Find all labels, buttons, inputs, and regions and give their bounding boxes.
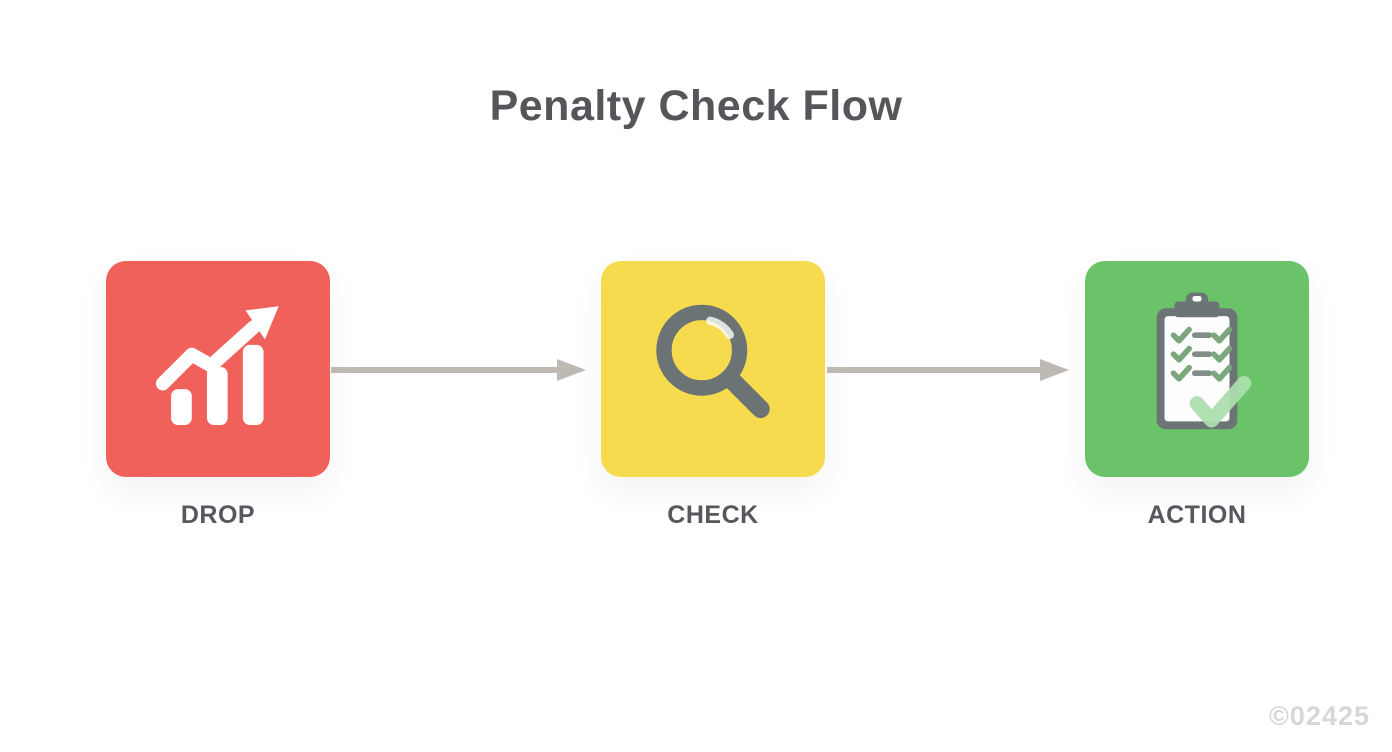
page-title: Penalty Check Flow [489,82,903,130]
step-label-check: CHECK [667,501,759,529]
watermark: ©02425 [1269,701,1370,731]
step-box-action [1085,261,1309,477]
step-label-action: ACTION [1147,501,1247,529]
arrow-check-to-action [827,352,1070,388]
step-box-drop [106,261,330,477]
right-arrow-icon [331,359,587,392]
trend-up-chart-icon [149,298,287,441]
magnifier-icon [643,297,783,442]
step-box-check [601,261,825,477]
arrow-drop-to-check [331,352,587,388]
checklist-clipboard-icon [1141,288,1253,450]
step-label-drop: DROP [180,501,256,529]
right-arrow-icon [827,359,1070,392]
